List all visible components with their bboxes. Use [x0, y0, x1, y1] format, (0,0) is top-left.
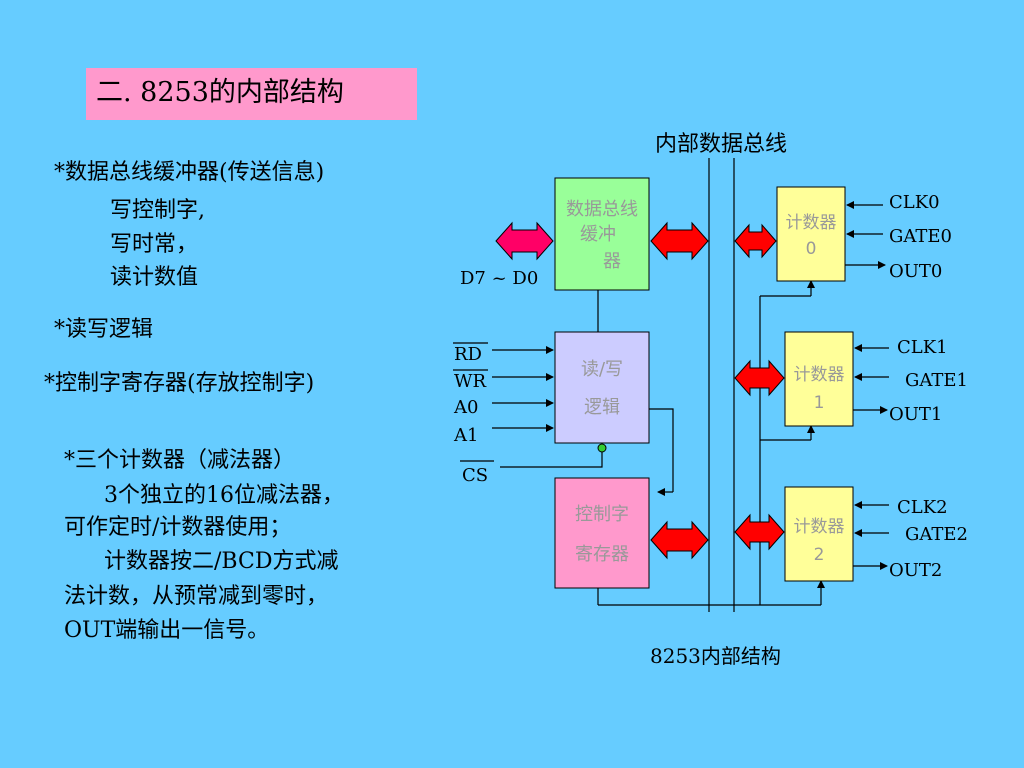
rw-label-2: 逻辑 — [584, 397, 620, 418]
buffer-label-2: 缓冲 — [580, 224, 616, 245]
counter0-label: 计数器 — [786, 213, 837, 233]
out1-label: OUT1 — [889, 404, 942, 425]
cs-label: CS — [462, 465, 488, 486]
bus-counter2-arrow — [734, 513, 785, 551]
bus-counter1-arrow — [734, 359, 785, 397]
counters-desc: OUT端输出一信号。 — [64, 618, 270, 643]
counters-title: *三个计数器（减法器） — [64, 448, 296, 473]
ctrl-label-1: 控制字 — [575, 504, 629, 525]
counter2-label: 计数器 — [794, 517, 845, 537]
a0-label: A0 — [453, 397, 478, 418]
counter0-block — [776, 186, 846, 282]
bus-ctrl-arrow — [650, 520, 709, 560]
control-register-block — [554, 477, 650, 589]
clk2-label: CLK2 — [897, 497, 948, 518]
bus-counter0-arrow — [734, 223, 777, 259]
a1-label: A1 — [453, 425, 478, 446]
data-pins-label: D7 ~ D0 — [460, 268, 538, 289]
bus-label: 内部数据总线 — [655, 132, 787, 157]
clk0-label: CLK0 — [889, 192, 940, 213]
out0-label: OUT0 — [889, 261, 942, 282]
counters-desc: 3个独立的16位减法器， — [104, 483, 344, 508]
wire-rw-ctrl — [649, 408, 674, 492]
cs-inverter-bubble — [597, 443, 607, 453]
buffer-desc-item: 写时常， — [110, 232, 199, 257]
buffer-label-1: 数据总线 — [566, 199, 638, 220]
counter1-label: 计数器 — [794, 365, 845, 385]
out2-label: OUT2 — [889, 560, 942, 581]
counter2-index: 2 — [814, 545, 825, 565]
wr-label: WR — [454, 371, 487, 392]
counter0-index: 0 — [806, 239, 817, 259]
ctrl-reg-desc: *控制字寄存器(存放控制字) — [44, 371, 315, 396]
counter1-index: 1 — [814, 393, 825, 413]
data-bus-buffer-block — [554, 177, 650, 291]
counters-desc: 法计数，从预常减到零时， — [64, 584, 329, 609]
rd-label: RD — [454, 344, 482, 365]
counters-desc: 可作定时/计数器使用； — [64, 515, 292, 540]
title-box: 二. 8253的内部结构 — [86, 68, 417, 120]
buffer-label-3: 器 — [603, 251, 621, 272]
rw-label-1: 读/写 — [581, 359, 623, 380]
buffer-desc: *数据总线缓冲器(传送信息) — [54, 160, 325, 185]
clk1-label: CLK1 — [897, 337, 948, 358]
external-data-arrow — [495, 221, 554, 261]
rw-logic-block — [554, 331, 650, 444]
gate2-label: GATE2 — [905, 524, 968, 545]
gate0-label: GATE0 — [889, 226, 952, 247]
buffer-desc-item: 写控制字, — [110, 198, 205, 223]
counter1-block — [784, 331, 854, 427]
counter2-block — [784, 486, 854, 582]
counters-desc: 计数器按二/BCD方式减 — [104, 549, 339, 574]
cs-line — [500, 452, 603, 468]
gate1-label: GATE1 — [905, 370, 968, 391]
page-title: 二. 8253的内部结构 — [96, 77, 344, 108]
buffer-desc-item: 读计数值 — [110, 265, 199, 290]
rw-logic-desc: *读写逻辑 — [54, 317, 154, 342]
buffer-bus-arrow — [650, 221, 709, 261]
ctrl-label-2: 寄存器 — [575, 544, 629, 565]
diagram-caption: 8253内部结构 — [650, 644, 781, 668]
